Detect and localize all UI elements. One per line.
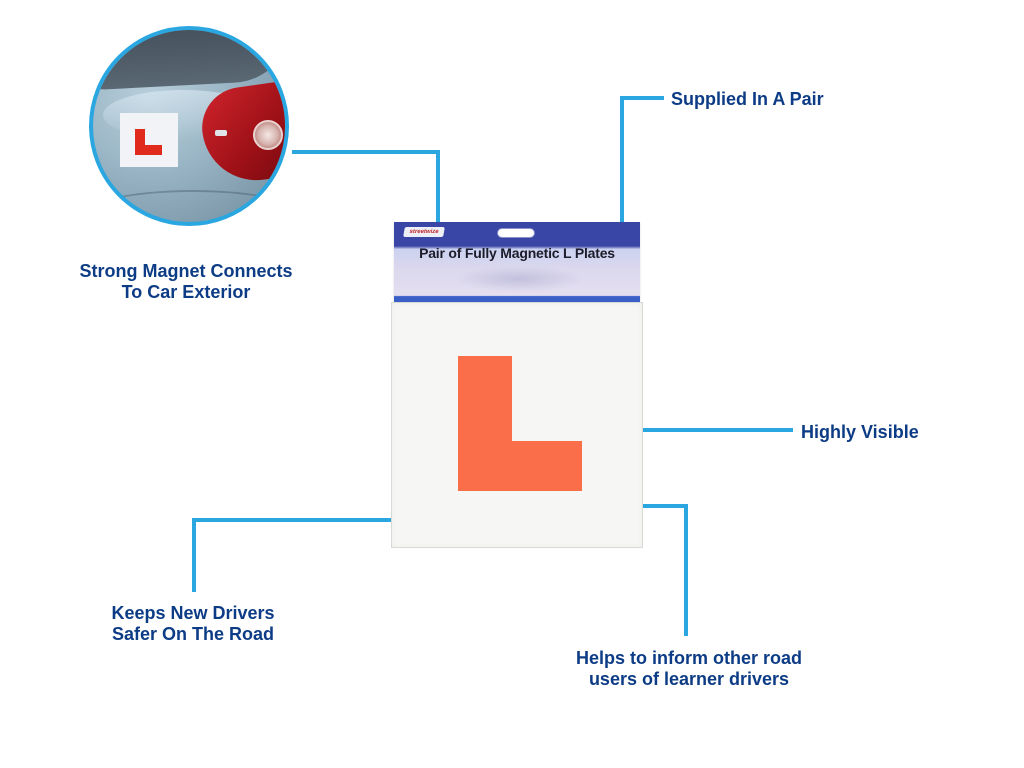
mini-l-plate <box>120 113 178 167</box>
car-reflector <box>203 220 253 222</box>
callout-safer: Keeps New Drivers Safer On The Road <box>86 603 300 645</box>
car-badge <box>215 130 227 136</box>
product-package: streetwize Pair of Fully Magnetic L Plat… <box>387 222 647 548</box>
callout-safer-line1: Keeps New Drivers <box>111 603 275 623</box>
callout-line-safer-v <box>192 518 196 592</box>
brand-logo: streetwize <box>403 227 445 237</box>
mini-l-vertical <box>135 129 145 154</box>
card-title: Pair of Fully Magnetic L Plates <box>419 245 615 261</box>
callout-pair: Supplied In A Pair <box>671 89 824 110</box>
callout-inform: Helps to inform other road users of lear… <box>548 648 830 690</box>
car-rear-window <box>93 30 285 91</box>
callout-visible-text: Highly Visible <box>801 422 919 442</box>
inset-car-photo <box>89 26 289 226</box>
card-background-photo <box>454 266 584 292</box>
hang-hole <box>497 228 535 238</box>
callout-safer-line2: Safer On The Road <box>111 624 275 644</box>
car-tail-bulb <box>253 120 283 150</box>
callout-visible: Highly Visible <box>801 422 919 443</box>
callout-line-magnet-h <box>292 150 440 154</box>
callout-line-inform-h <box>635 504 688 508</box>
callout-magnet-line2: To Car Exterior <box>121 282 251 302</box>
callout-line-pair-v <box>620 96 624 230</box>
header-card: streetwize Pair of Fully Magnetic L Plat… <box>394 222 640 302</box>
callout-magnet: Strong Magnet Connects To Car Exterior <box>60 261 312 303</box>
callout-inform-line2: users of learner drivers <box>588 669 790 689</box>
callout-line-visible <box>627 428 793 432</box>
callout-line-pair-h <box>620 96 664 100</box>
callout-magnet-line1: Strong Magnet Connects <box>79 261 293 281</box>
callout-inform-line1: Helps to inform other road <box>575 648 802 668</box>
l-plate <box>391 302 643 548</box>
callout-line-safer-h <box>192 518 406 522</box>
callout-line-magnet-v <box>436 150 440 230</box>
car-bumper <box>93 190 285 222</box>
l-letter-horizontal <box>458 441 582 491</box>
mini-l-horizontal <box>135 145 162 155</box>
callout-pair-text: Supplied In A Pair <box>671 89 824 109</box>
callout-line-inform-v <box>684 504 688 636</box>
